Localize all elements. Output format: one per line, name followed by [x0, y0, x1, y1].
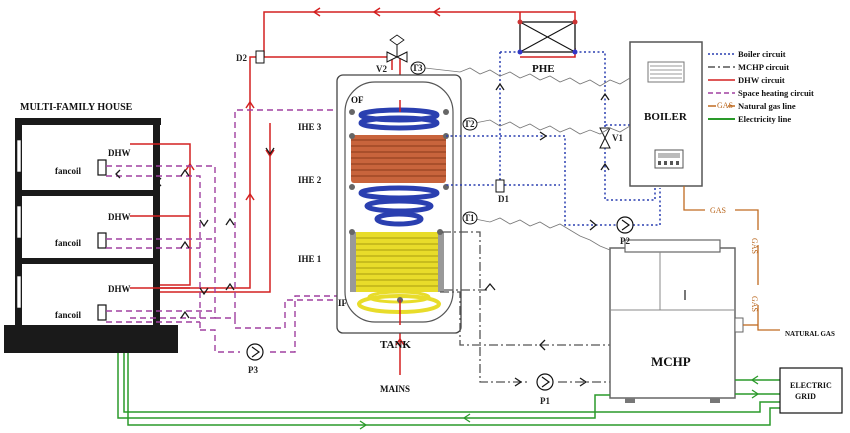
mchp-circuit — [440, 231, 612, 383]
heat-exchanger-ihe3 — [351, 135, 446, 183]
if-label: IF — [338, 298, 348, 308]
legend-electricity-line: Electricity line — [738, 114, 791, 124]
electricity-flow-arrows — [359, 375, 760, 430]
electricity-line — [117, 353, 780, 426]
fancoil-label-1: fancoil — [55, 166, 81, 176]
phe-label: PHE — [532, 63, 555, 75]
p3-label: P3 — [248, 365, 258, 375]
legend-natural-gas-line: Natural gas line — [738, 101, 796, 111]
p1-label: P1 — [540, 396, 550, 406]
dhw-label-1: DHW — [108, 148, 131, 158]
legend-boiler-circuit: Boiler circuit — [738, 49, 786, 59]
gas-label-1: GAS — [710, 206, 726, 215]
mains-label: MAINS — [380, 384, 410, 394]
house-building — [4, 118, 178, 353]
house-title: MULTI-FAMILY HOUSE — [20, 102, 133, 113]
legend-swatches — [708, 53, 735, 120]
fancoil-unit-2 — [97, 232, 107, 249]
diverter-d1 — [495, 179, 505, 193]
t3-label: T3 — [412, 63, 423, 73]
space-heating-circuit — [106, 99, 351, 353]
gas-label-3: GAS — [750, 296, 759, 312]
grid-label: GRID — [795, 392, 816, 401]
electric-grid-box — [779, 367, 843, 414]
dhw-label-3: DHW — [108, 284, 131, 294]
pump-p3 — [246, 343, 264, 361]
electric-label: ELECTRIC — [790, 381, 832, 390]
legend-mchp-circuit: MCHP circuit — [738, 62, 789, 72]
dhw-circuit — [130, 11, 576, 375]
fancoil-label-3: fancoil — [55, 310, 81, 320]
temperature-sensors — [410, 61, 478, 225]
mchp-flow-arrows — [484, 282, 588, 387]
fancoil-label-2: fancoil — [55, 238, 81, 248]
sensor-t1 — [462, 211, 478, 225]
v2-label: V2 — [376, 64, 387, 74]
heat-exchanger-ihe1 — [350, 232, 444, 314]
dhw-flow-arrows — [185, 7, 441, 346]
p2-label: P2 — [620, 236, 630, 246]
diverter-d2 — [255, 50, 265, 64]
d2-label: D2 — [236, 53, 247, 63]
ihe3-label: IHE 3 — [298, 122, 322, 132]
gas-label-2: GAS — [750, 238, 759, 254]
legend: Boiler circuit MCHP circuit DHW circuit … — [717, 49, 814, 124]
ihe1-label: IHE 1 — [298, 254, 322, 264]
legend-space-heating-circuit: Space heating circuit — [738, 88, 814, 98]
fancoil-unit-3 — [97, 304, 107, 321]
plate-heat-exchanger — [517, 19, 578, 55]
of-label: OF — [351, 95, 364, 105]
sensor-signal-lines — [424, 67, 631, 251]
coil-blue-middle — [358, 185, 440, 227]
v1-label: V1 — [612, 133, 623, 143]
valve-v1 — [599, 127, 611, 149]
d1-label: D1 — [498, 194, 509, 204]
pump-p2 — [616, 216, 634, 234]
legend-dhw-circuit: DHW circuit — [738, 75, 785, 85]
gas-line — [683, 186, 780, 331]
sensor-t3 — [410, 61, 426, 75]
pump-p1 — [536, 373, 554, 391]
fancoil-unit-1 — [97, 159, 107, 176]
natural-gas-label: NATURAL GAS — [785, 330, 835, 338]
coil-blue-top — [358, 107, 440, 131]
boiler-circuit — [446, 51, 661, 226]
t1-label: T1 — [464, 213, 475, 223]
space-heating-arrows — [115, 147, 275, 319]
ihe2-label: IHE 2 — [298, 175, 322, 185]
mchp-unit — [609, 239, 744, 403]
valve-v2 — [386, 34, 408, 63]
gas-boiler — [629, 41, 703, 187]
boiler-flow-arrows — [495, 82, 610, 231]
legend-gas-mini: GAS — [717, 101, 733, 110]
mchp-label: MCHP — [651, 354, 691, 369]
sensor-t2 — [462, 117, 478, 131]
dhw-label-2: DHW — [108, 212, 131, 222]
tank-label: TANK — [380, 339, 411, 351]
t2-label: T2 — [464, 119, 475, 129]
boiler-label: BOILER — [644, 111, 688, 123]
